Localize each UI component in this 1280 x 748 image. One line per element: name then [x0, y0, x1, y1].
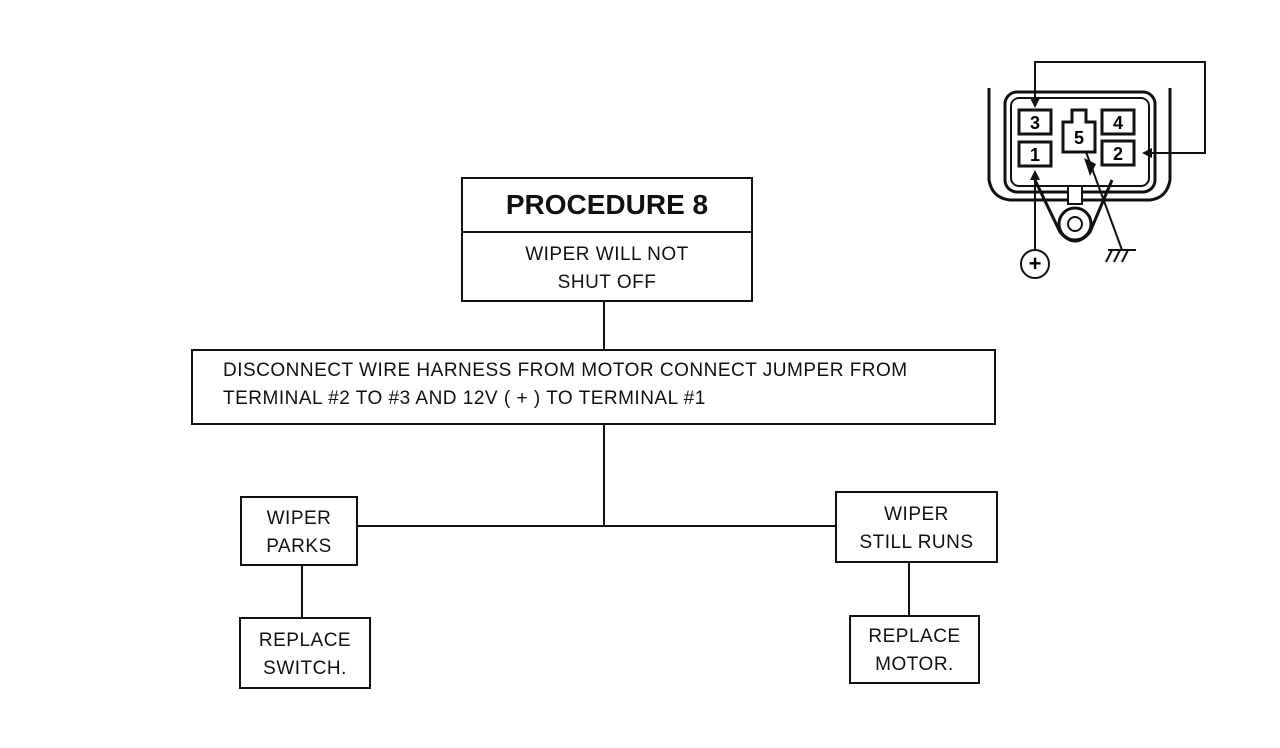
- action-replace-motor-line2: MOTOR.: [875, 654, 954, 675]
- action-replace-switch-line1: REPLACE: [258, 630, 352, 651]
- result-box-wiper-still-runs: WIPER STILL RUNS: [835, 491, 998, 563]
- result-wiper-parks-line1: WIPER: [266, 508, 332, 529]
- connector-line-horizontal-branch: [357, 525, 836, 527]
- step-instruction-line1: DISCONNECT WIRE HARNESS FROM MOTOR CONNE…: [223, 360, 908, 381]
- result-wiper-still-runs-line2: STILL RUNS: [859, 532, 974, 553]
- terminal-2-label: 2: [1113, 144, 1123, 164]
- result-wiper-parks-line2: PARKS: [266, 536, 332, 557]
- terminal-3-label: 3: [1030, 113, 1040, 133]
- terminal-2: 2: [1100, 139, 1136, 167]
- connector-line-right-down: [908, 562, 910, 616]
- step-instruction-box: DISCONNECT WIRE HARNESS FROM MOTOR CONNE…: [191, 349, 996, 425]
- procedure-subtitle-line2: SHUT OFF: [557, 272, 657, 293]
- terminal-1: 1: [1017, 140, 1053, 168]
- step-instruction-line2: TERMINAL #2 TO #3 AND 12V ( + ) TO TERMI…: [223, 388, 706, 409]
- terminal-4: 4: [1100, 108, 1136, 136]
- terminal-4-label: 4: [1113, 113, 1123, 133]
- action-replace-motor-line1: REPLACE: [868, 626, 961, 647]
- motor-pivot: [1033, 179, 1114, 243]
- positive-terminal-symbol: [1020, 249, 1050, 279]
- positive-symbol-label: +: [1029, 251, 1042, 276]
- connector-line-left-down: [301, 566, 303, 618]
- terminal-5: 5: [1061, 108, 1097, 154]
- terminal-1-label: 1: [1030, 145, 1040, 165]
- terminal-5-label: 5: [1074, 128, 1084, 148]
- connector-line-procedure-to-step: [603, 301, 605, 350]
- action-box-replace-motor: REPLACE MOTOR.: [849, 615, 980, 684]
- ground-symbol: [1105, 249, 1136, 263]
- procedure-box: PROCEDURE 8 WIPER WILL NOT SHUT OFF: [461, 177, 753, 302]
- procedure-title: PROCEDURE 8: [463, 179, 751, 233]
- terminal-3: 3: [1017, 108, 1053, 136]
- connector-line-step-down: [603, 424, 605, 527]
- result-box-wiper-parks: WIPER PARKS: [240, 496, 358, 566]
- result-wiper-still-runs-line1: WIPER: [884, 504, 949, 525]
- action-box-replace-switch: REPLACE SWITCH.: [239, 617, 371, 689]
- action-replace-switch-line2: SWITCH.: [263, 658, 347, 679]
- procedure-subtitle-line1: WIPER WILL NOT: [525, 244, 689, 265]
